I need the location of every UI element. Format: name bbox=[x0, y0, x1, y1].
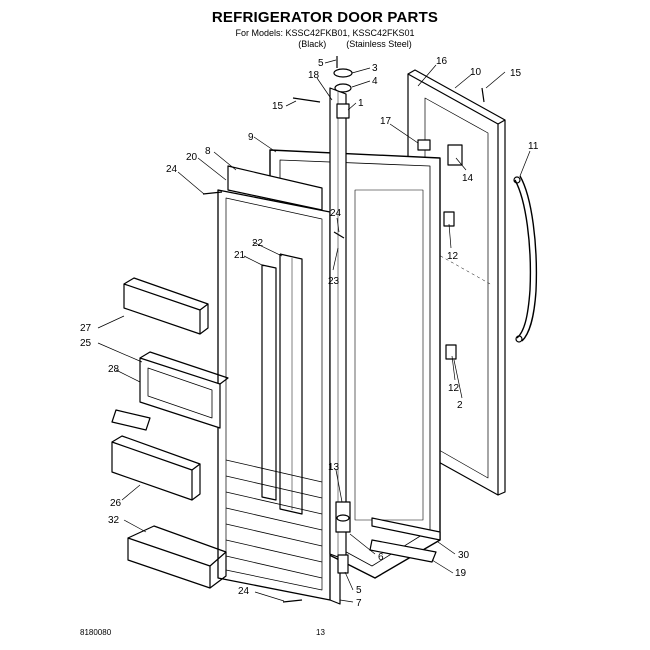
callout-12: 12 bbox=[447, 251, 459, 262]
callout-28: 28 bbox=[108, 364, 120, 375]
callout-7: 7 bbox=[356, 598, 362, 609]
callout-15: 15 bbox=[510, 68, 522, 79]
callout-5: 5 bbox=[356, 585, 362, 596]
callout-10: 10 bbox=[470, 67, 482, 78]
callout-24: 24 bbox=[330, 208, 342, 219]
callout-3: 3 bbox=[372, 63, 378, 74]
dispenser-housing bbox=[139, 351, 229, 429]
variants-line: (Black) (Stainless Steel) bbox=[298, 39, 412, 49]
callout-23: 23 bbox=[328, 276, 340, 287]
callout-26: 26 bbox=[110, 498, 122, 509]
bottom-trim bbox=[369, 517, 441, 563]
callout-5: 5 bbox=[318, 58, 324, 69]
callout-16: 16 bbox=[436, 56, 448, 67]
callout-20: 20 bbox=[186, 152, 198, 163]
callout-2: 2 bbox=[457, 400, 463, 411]
callout-32: 32 bbox=[108, 515, 120, 526]
callout-19: 19 bbox=[455, 568, 467, 579]
callout-14: 14 bbox=[462, 173, 474, 184]
callout-18: 18 bbox=[308, 70, 320, 81]
hinge-post bbox=[329, 87, 347, 561]
callout-12: 12 bbox=[448, 383, 460, 394]
bottom-hinge bbox=[335, 501, 351, 574]
models-line: For Models: KSSC42FKB01, KSSC42FKS01 bbox=[235, 28, 415, 38]
drip-tray bbox=[111, 409, 151, 431]
callout-22: 22 bbox=[252, 238, 264, 249]
callout-11: 11 bbox=[528, 141, 539, 152]
callout-21: 21 bbox=[234, 250, 246, 261]
page-title: REFRIGERATOR DOOR PARTS bbox=[211, 9, 439, 26]
callout-17: 17 bbox=[380, 116, 392, 127]
callout-24: 24 bbox=[166, 164, 178, 175]
document-number: 8180080 bbox=[80, 628, 112, 637]
inner-door-liner bbox=[217, 165, 341, 605]
door-handle bbox=[513, 175, 538, 343]
door-bin-27 bbox=[123, 277, 209, 335]
top-hinge bbox=[333, 56, 353, 119]
lower-louvers bbox=[225, 459, 323, 579]
door-bin-26 bbox=[111, 435, 201, 501]
callout-25: 25 bbox=[80, 338, 92, 349]
callout-13: 13 bbox=[328, 462, 340, 473]
screws bbox=[202, 87, 485, 603]
door-bin-32 bbox=[127, 525, 227, 589]
callout-24: 24 bbox=[238, 586, 250, 597]
shelf-rails bbox=[261, 253, 303, 515]
page-number: 13 bbox=[316, 628, 325, 637]
callout-4: 4 bbox=[372, 76, 378, 87]
callout-27: 27 bbox=[80, 323, 92, 334]
callout-1: 1 bbox=[358, 98, 364, 109]
callout-30: 30 bbox=[458, 550, 470, 561]
callout-8: 8 bbox=[205, 146, 211, 157]
callout-6: 6 bbox=[378, 552, 384, 563]
callout-15: 15 bbox=[272, 101, 284, 112]
callout-9: 9 bbox=[248, 132, 254, 143]
side-brackets bbox=[417, 139, 463, 360]
leader-lines bbox=[97, 59, 531, 603]
